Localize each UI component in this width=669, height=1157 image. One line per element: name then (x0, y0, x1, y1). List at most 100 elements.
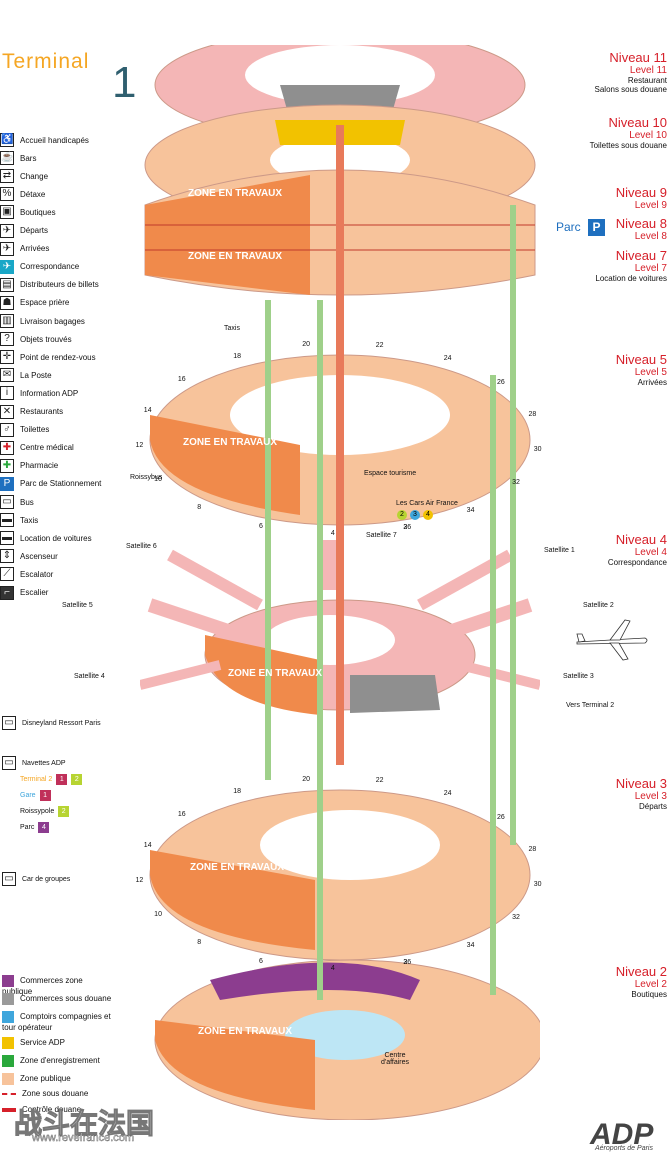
elevator-icon: ⇕ (0, 549, 14, 564)
legend-label: Objets trouvés (20, 334, 72, 344)
navettes-label: Navettes ADP (22, 759, 66, 767)
level-name-fr: Niveau 9 (615, 185, 667, 200)
gate-number: 20 (302, 341, 311, 349)
level-name-fr: Niveau 8 (615, 216, 667, 231)
gate-number: 30 (533, 445, 542, 453)
gate-number: 8 (197, 938, 202, 946)
zone-key-swatch (2, 1037, 14, 1049)
gate-number: 14 (143, 842, 152, 850)
taxis-label: Taxis (224, 325, 240, 332)
legend-label: Espace prière (20, 298, 70, 308)
shuttle-label: Parc (20, 824, 35, 831)
zone-travaux-label-l3: ZONE EN TRAVAUX (190, 862, 285, 873)
gate-number: 32 (512, 914, 520, 922)
legend-label: Boutiques (20, 207, 56, 217)
line-key-swatch (2, 1092, 16, 1095)
legend-label: Livraison bagages (20, 316, 85, 326)
car-groupes-label: Car de groupes (22, 875, 71, 883)
level-name-en: Level 11 (629, 65, 667, 76)
car-line-badge: 4 (423, 510, 433, 520)
gate-number: 34 (466, 941, 475, 949)
airplane-icon (576, 619, 648, 661)
bus-icon: ▭ (0, 495, 14, 509)
satellite-5-label: Satellite 5 (62, 602, 93, 609)
parking-icon: P (0, 476, 14, 491)
exchange-icon: ⇄ (0, 169, 14, 184)
legend-label: Escalator (20, 569, 54, 579)
gate-number: 20 (302, 776, 311, 784)
legend-item: ▭Bus (0, 494, 34, 510)
level-name-fr: Niveau 2 (615, 964, 667, 979)
legend-item: ▣Boutiques (0, 204, 56, 220)
level-description: Location de voitures (595, 274, 667, 283)
zone-key-item: Zone publique (2, 1073, 112, 1085)
cars-air-france-label: Les Cars Air France (396, 500, 458, 507)
level-name-en: Level 5 (634, 367, 667, 378)
zone-key-label: Comptoirs compagnies et tour opérateur (2, 1012, 111, 1032)
gate-number: 26 (497, 379, 505, 387)
legend-item: ☕Bars (0, 150, 36, 166)
legend-label: Arrivées (20, 244, 50, 254)
ticket-machine-icon: ▤ (0, 277, 14, 292)
info-icon: i (0, 386, 14, 401)
gate-number: 18 (233, 353, 242, 361)
zone-travaux-label-l4: ZONE EN TRAVAUX (228, 668, 323, 679)
line-key-item: Zone sous douane (2, 1089, 88, 1098)
watermark-url: www.revefrance.com (32, 1132, 135, 1145)
legend-item: ✉La Poste (0, 367, 52, 383)
gate-number: 24 (443, 355, 452, 363)
legend-label: Centre médical (20, 443, 74, 453)
level-name-en: Level 2 (634, 979, 667, 990)
level-name-en: Level 7 (634, 263, 667, 274)
legend-label: Taxis (20, 515, 39, 525)
gate-number: 4 (330, 529, 335, 537)
level-name-en: Level 4 (634, 547, 667, 558)
gate-number: 10 (154, 910, 162, 918)
bus-icon: ▭ (2, 756, 16, 770)
disneyland-label: Disneyland Ressort Paris (22, 719, 101, 727)
legend-label: Toilettes (20, 425, 50, 435)
legend-item: ▬Taxis (0, 512, 38, 528)
legend-label: Distributeurs de billets (20, 280, 99, 290)
car-line-badge: 2 (397, 510, 407, 520)
car-groupes-row: ▭ Car de groupes (2, 872, 70, 886)
level-name-fr: Niveau 11 (609, 50, 667, 65)
legend-item: ✚Centre médical (0, 440, 74, 456)
legend-item: ☗Espace prière (0, 295, 69, 311)
gate-number: 16 (177, 811, 186, 819)
level-description: Arrivées (637, 378, 667, 387)
centre-affaires-label: Centre d'affaires (380, 1052, 410, 1066)
gate-number: 18 (233, 788, 242, 796)
gate-number: 6 (258, 957, 263, 965)
legend-item: ✚Pharmacie (0, 458, 58, 474)
satellite-4-label: Satellite 4 (74, 673, 105, 680)
legend-item: ▥Livraison bagages (0, 313, 85, 329)
level-name-fr: Niveau 5 (615, 352, 667, 367)
level-description: Restaurant (627, 76, 667, 85)
line-key-label: Zone sous douane (22, 1089, 89, 1098)
gate-number: 10 (154, 475, 162, 483)
zone-key-label: Service ADP (20, 1038, 65, 1048)
cars-air-france-lines: 2 3 4 (397, 510, 433, 520)
vertical-connectors (265, 125, 516, 1000)
gate-number: 22 (375, 341, 384, 349)
terminal-title: Terminal (2, 50, 90, 73)
parking-icon: P (588, 219, 605, 236)
cup-icon: ☕ (0, 151, 14, 166)
satellite-6-label: Satellite 6 (126, 543, 157, 550)
departure-plane-icon: ✈ (0, 223, 14, 238)
line-key-swatch (2, 1107, 16, 1112)
lost-found-icon: ? (0, 332, 14, 347)
zone-travaux-label-l5: ZONE EN TRAVAUX (183, 437, 278, 448)
legend-item: ⇄Change (0, 168, 48, 184)
legend-item: ⇕ Ascenseur (0, 548, 58, 564)
shuttle-label: Roissypole (20, 808, 55, 815)
legend-label: Ascenseur (20, 551, 58, 561)
level-name-en: Level 10 (629, 130, 667, 141)
adp-logo: ADP (590, 1118, 654, 1151)
toilets-icon: ♂ (0, 422, 14, 437)
